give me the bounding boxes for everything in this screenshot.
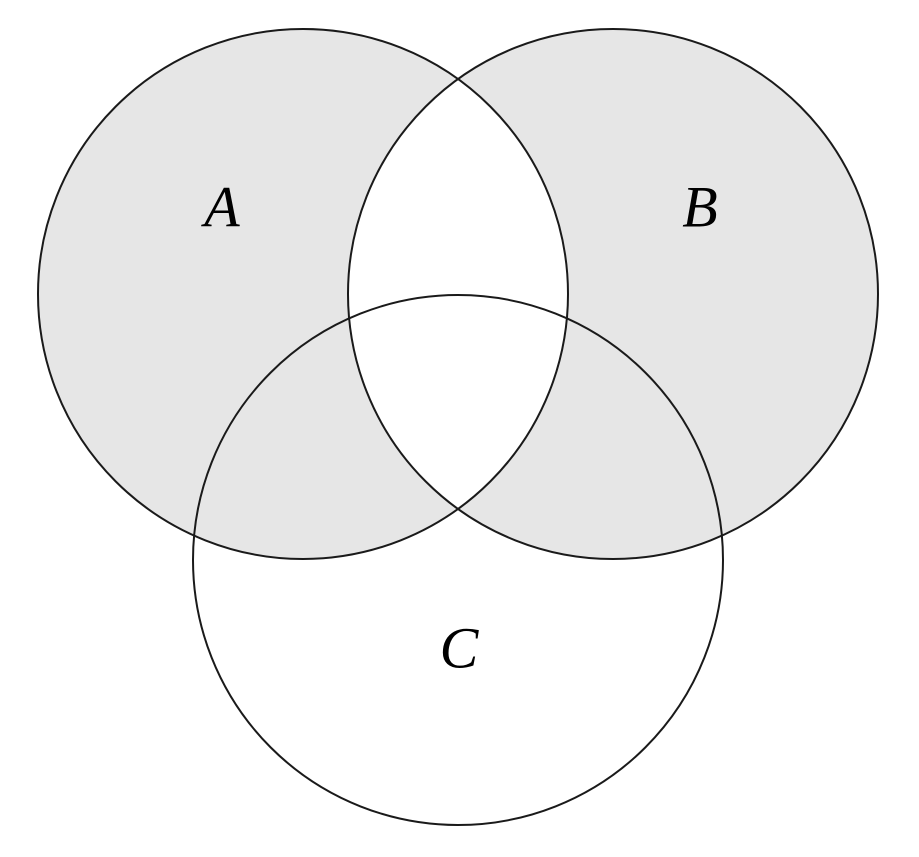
circle-outline-c[interactable] — [192, 294, 724, 826]
circle-outline-b[interactable] — [347, 28, 879, 560]
set-label-b: B — [682, 175, 717, 240]
set-label-a: A — [200, 175, 240, 240]
set-label-c: C — [440, 616, 480, 681]
circle-outline-a[interactable] — [37, 28, 569, 560]
